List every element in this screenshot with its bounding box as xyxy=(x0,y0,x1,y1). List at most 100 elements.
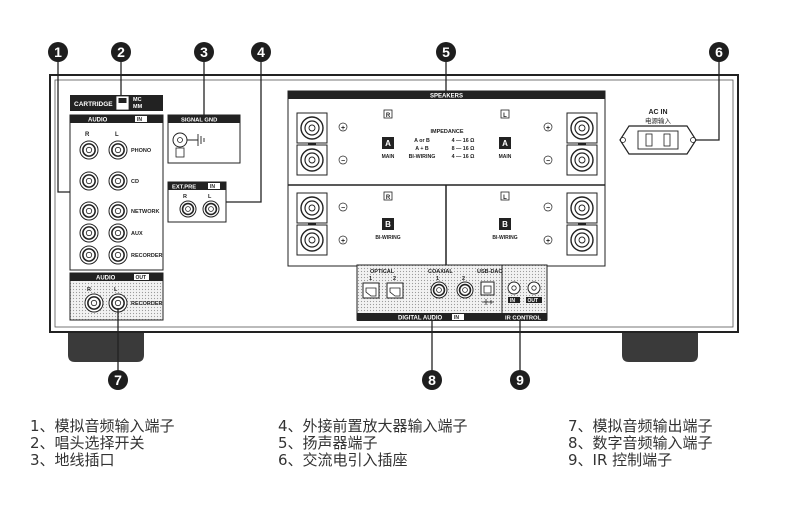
speaker-a-l-terminal-top[interactable] xyxy=(566,112,598,144)
speaker-biwiring-label: BI-WIRING xyxy=(375,235,400,241)
cartridge-switch[interactable]: CARTRIDGE MC MM xyxy=(70,95,163,111)
speaker-b-badge: B xyxy=(385,220,391,229)
rca-aux-l-jack[interactable] xyxy=(108,223,128,243)
speaker-main-label: MAIN xyxy=(499,154,512,160)
speaker-b-l-terminal-bottom[interactable] xyxy=(566,224,598,256)
rca-recorder-r-jack[interactable] xyxy=(79,245,99,265)
ir-out-jack[interactable] xyxy=(527,281,541,295)
callout-number: 2 xyxy=(117,44,125,60)
speaker-b-r-terminal-top[interactable] xyxy=(296,192,328,224)
legend-item: 9、IR 控制端子 xyxy=(568,451,673,469)
speaker-a-badge: A xyxy=(502,139,508,148)
ir-control-label: IR CONTROL xyxy=(505,316,542,322)
signal-gnd-block: SIGNAL GND xyxy=(167,114,241,164)
rca-network-l-jack[interactable] xyxy=(108,201,128,221)
legend-item: 7、模拟音频输出端子 xyxy=(568,417,713,435)
usb-dac-label: USB-DAC xyxy=(477,269,502,275)
polarity-plus-icon: + xyxy=(546,125,550,132)
rca-aux-r-jack[interactable] xyxy=(79,223,99,243)
ext-pre-tag: IN xyxy=(210,184,215,190)
speaker-a-badge: A xyxy=(385,139,391,148)
rca-recorder-l-jack[interactable] xyxy=(108,245,128,265)
rear-panel-diagram: CARTRIDGE MC MM AUDIO IN R L PHONOCDNETW… xyxy=(48,42,739,390)
coaxial-2-label: 2 xyxy=(462,276,465,282)
callout-number: 7 xyxy=(114,372,122,388)
coaxial-1-jack[interactable] xyxy=(430,281,448,299)
legend-item: 8、数字音频输入端子 xyxy=(568,434,713,452)
audio-out-label: AUDIO xyxy=(96,276,116,282)
optical-label: OPTICAL xyxy=(370,269,395,275)
callout-leaders xyxy=(57,58,720,373)
callout-5: 5 xyxy=(436,42,456,62)
signal-gnd-label: SIGNAL GND xyxy=(181,118,217,124)
callout-4: 4 xyxy=(251,42,271,62)
speaker-channel-r-label: R xyxy=(386,113,391,119)
speakers-label: SPEAKERS xyxy=(430,94,463,100)
speaker-a-r-terminal-bottom[interactable] xyxy=(296,144,328,176)
legend-item: 1、模拟音频输入端子 xyxy=(30,417,175,435)
callout-1: 1 xyxy=(48,42,68,62)
ac-inlet[interactable] xyxy=(619,125,697,155)
impedance-row-value: 4 — 16 Ω xyxy=(452,138,476,144)
usb-dac-port[interactable] xyxy=(480,281,495,305)
callout-2: 2 xyxy=(111,42,131,62)
out-recorder-l-jack[interactable] xyxy=(108,293,128,313)
audio-in-row-label: AUX xyxy=(131,231,143,237)
audio-out-recorder-label: RECORDER xyxy=(131,301,163,307)
ground-terminal[interactable] xyxy=(172,132,205,158)
mc-label: MC xyxy=(133,97,142,103)
callout-6: 6 xyxy=(709,42,729,62)
legend-column-1: 1、模拟音频输入端子 2、唱头选择开关 3、地线插口 xyxy=(30,418,175,469)
rca-phono-r-jack[interactable] xyxy=(79,140,99,160)
callout-3: 3 xyxy=(194,42,214,62)
polarity-minus-icon: − xyxy=(546,205,550,212)
audio-in-tag: IN xyxy=(137,117,142,123)
speaker-b-l-terminal-top[interactable] xyxy=(566,192,598,224)
impedance-title: IMPEDANCE xyxy=(430,129,463,135)
coaxial-2-jack[interactable] xyxy=(456,281,474,299)
ext-pre-r-jack[interactable] xyxy=(179,200,197,218)
speaker-a-l-terminal-bottom[interactable] xyxy=(566,144,598,176)
ir-in-jack[interactable] xyxy=(507,281,521,295)
speaker-main-label: MAIN xyxy=(382,154,395,160)
ext-pre-l-jack[interactable] xyxy=(202,200,220,218)
callout-number: 6 xyxy=(715,44,723,60)
impedance-row-value: 4 — 16 Ω xyxy=(452,154,476,160)
rca-phono-l-jack[interactable] xyxy=(108,140,128,160)
legend-item: 5、扬声器端子 xyxy=(278,434,378,452)
rca-cd-r-jack[interactable] xyxy=(79,171,99,191)
polarity-minus-icon: − xyxy=(341,158,345,165)
impedance-row-key: A + B xyxy=(415,146,429,152)
rca-network-r-jack[interactable] xyxy=(79,201,99,221)
speaker-b-r-terminal-bottom[interactable] xyxy=(296,224,328,256)
usb-icon xyxy=(482,299,494,305)
audio-in-row-label: PHONO xyxy=(131,148,152,154)
rca-cd-l-jack[interactable] xyxy=(108,171,128,191)
ground-symbol-icon xyxy=(187,134,205,146)
digital-audio-tag: IN xyxy=(454,315,459,321)
callout-number: 9 xyxy=(516,372,524,388)
polarity-minus-icon: − xyxy=(546,158,550,165)
impedance-row-key: BI-WIRING xyxy=(409,154,436,160)
polarity-plus-icon: + xyxy=(341,125,345,132)
speaker-a-r-terminal-top[interactable] xyxy=(296,112,328,144)
speaker-channel-l-label: L xyxy=(503,195,507,201)
coaxial-1-label: 1 xyxy=(436,276,439,282)
optical-1-port[interactable] xyxy=(362,282,380,299)
ac-in-sublabel: 电源输入 xyxy=(645,116,672,125)
optical-2-port[interactable] xyxy=(386,282,404,299)
legend-column-2: 4、外接前置放大器输入端子 5、扬声器端子 6、交流电引入插座 xyxy=(278,418,468,469)
optical-1-label: 1 xyxy=(369,276,372,282)
impedance-row-value: 8 — 16 Ω xyxy=(452,146,476,152)
speaker-biwiring-label: BI-WIRING xyxy=(492,235,517,241)
optical-2-label: 2 xyxy=(393,276,396,282)
speaker-channel-l-label: L xyxy=(503,113,507,119)
audio-in-row-label: NETWORK xyxy=(131,209,159,215)
cartridge-label: CARTRIDGE xyxy=(74,101,113,108)
polarity-plus-icon: + xyxy=(341,238,345,245)
out-recorder-r-jack[interactable] xyxy=(84,293,104,313)
callout-9: 9 xyxy=(510,370,530,390)
audio-out-r-label: R xyxy=(87,287,91,293)
